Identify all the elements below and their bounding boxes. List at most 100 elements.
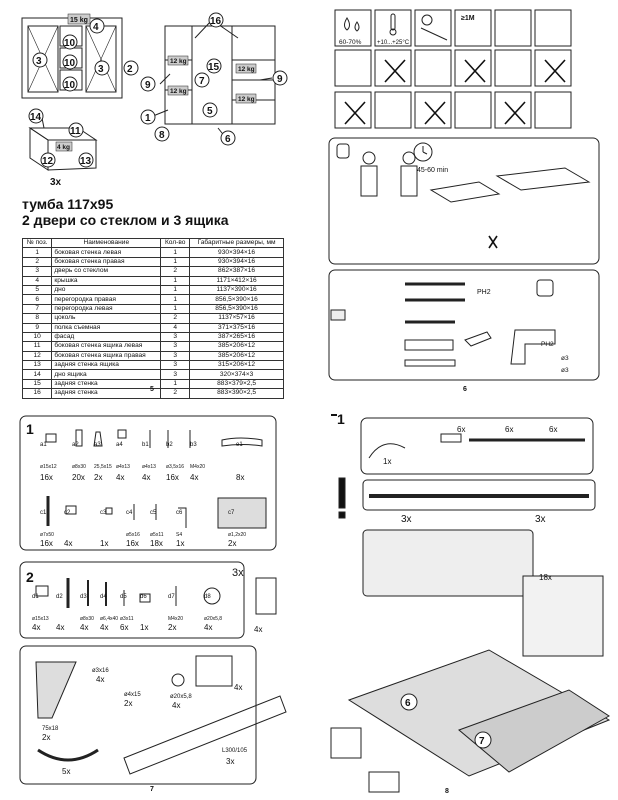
- fitting-qty: 4x: [80, 623, 88, 632]
- weight-15kg: 15 kg: [70, 17, 88, 24]
- fitting-dim: ø15x12: [40, 464, 57, 470]
- fitting-dim: ø7x50: [40, 532, 54, 538]
- panel-7-label: 7: [479, 736, 485, 747]
- svg-text:12 kg: 12 kg: [238, 66, 255, 73]
- fitting-qty: 8x: [236, 473, 244, 482]
- glass-door-left: [27, 25, 59, 93]
- fitting-dim: ø15x13: [32, 616, 49, 622]
- hinge-detail: [522, 575, 604, 657]
- fitting-code: b3: [190, 442, 197, 448]
- fitting-qty: 16x: [40, 473, 53, 482]
- callout-2: 2: [127, 64, 133, 75]
- svg-text:12 kg: 12 kg: [170, 58, 187, 65]
- fittings-drawing: 1 2 3x a1ø15x1216xa2ø8x3020xa325,5x152xa…: [19, 415, 287, 785]
- fitting-code: a1: [40, 442, 47, 448]
- step-1: 1: [26, 421, 34, 437]
- parts-table-header: № поз. Наименование Кол-во Габаритные ра…: [21, 237, 284, 249]
- distance-label: ≥1M: [461, 15, 475, 22]
- fitting-code: c3: [100, 510, 107, 516]
- fitting-dim: ø8x30: [72, 464, 86, 470]
- bracket-qty: 2x: [42, 733, 50, 742]
- fitting-code: d8: [204, 594, 211, 600]
- fitting-qty: 1x: [176, 539, 184, 548]
- parts-table: № поз. Наименование Кол-во Габаритные ра…: [21, 237, 284, 399]
- callout-6: 6: [225, 134, 231, 145]
- tools-panel: [328, 269, 600, 381]
- fitting-code: c2: [64, 510, 71, 516]
- fitting-qty: 16x: [166, 473, 179, 482]
- fitting-qty: 4x: [190, 473, 198, 482]
- callout-7: 7: [199, 76, 205, 87]
- fitting-code: c6: [176, 510, 183, 516]
- rail-dim: L300/105: [222, 748, 248, 754]
- preparation-panel: [328, 137, 600, 265]
- rail-qty: 3x: [226, 757, 234, 766]
- fitting-qty: 16x: [126, 539, 139, 548]
- fitting-qty: 2x: [94, 473, 102, 482]
- fitting-code: d6: [140, 594, 147, 600]
- callout-13: 13: [80, 156, 92, 167]
- page-number: 7: [150, 786, 154, 793]
- fitting-dim: ø20x5,8: [204, 616, 222, 622]
- fitting-dim: ø5x11: [150, 532, 164, 538]
- assembly-drawing: 1 6x 6x 6x 1x 3x 3x 18x 6 7: [330, 411, 611, 793]
- dowel-qty: 4x: [96, 675, 104, 684]
- cabinet-back-body: [164, 25, 276, 125]
- fitting-dim: ø4x13: [142, 464, 156, 470]
- callout-3a: 3: [36, 56, 42, 67]
- fitting-code: a3: [94, 442, 101, 448]
- fitting-dim: M4x20: [168, 616, 183, 622]
- set-qty: 3x: [232, 567, 244, 579]
- fitting-dim: ø3x11: [120, 616, 134, 622]
- page-number: 8: [445, 788, 449, 795]
- dowel-dim: ø3x16: [92, 668, 109, 674]
- fittings-row1-qtys: a1ø15x1216xa2ø8x3020xa325,5x152xa4ø4x134…: [40, 442, 244, 482]
- cabinet-drawing: 15 kg 4 10 3 10 3 10 2 16 9 15 7 9 1 5 8…: [21, 12, 288, 188]
- step-2: 2: [26, 569, 34, 585]
- fitting-code: a2: [72, 442, 79, 448]
- callout-4: 4: [93, 22, 99, 33]
- fittings-row2-qtys: c1ø7x5016xc24xc31xc4ø5x1616xc5ø5x1118xc6…: [40, 510, 246, 548]
- product-subtitle: 2 двери со стеклом и 3 ящика: [22, 212, 229, 228]
- product-title: тумба 117х95: [22, 196, 114, 212]
- fitting-dim: ø5x16: [126, 532, 140, 538]
- callout-10b: 10: [64, 58, 76, 69]
- instructions-drawing: 60-70% +10...+25°C ≥1M 45-60 min PH2 PH2…: [328, 9, 600, 381]
- page-number: 6: [463, 386, 467, 393]
- fitting-qty: 18x: [150, 539, 163, 548]
- screwdriver-label: PH2: [477, 289, 491, 296]
- callout-16: 16: [210, 16, 222, 27]
- qty-c: 6x: [549, 425, 557, 434]
- panel-7: [458, 689, 610, 773]
- drawer-qty: 3x: [50, 177, 62, 188]
- fitting-dim: 25,5x15: [94, 464, 112, 470]
- cap-dim: ø20x5,8: [170, 694, 192, 700]
- fitting-code: c1: [40, 510, 47, 516]
- fitting-code: d1: [32, 594, 39, 600]
- arc-qty: 5x: [62, 767, 70, 776]
- fitting-qty: 16x: [40, 539, 53, 548]
- slide-detail-panel: [360, 417, 594, 475]
- callout-9a: 9: [145, 80, 151, 91]
- page-6: 60-70% +10...+25°C ≥1M 45-60 min PH2 PH2…: [309, 0, 618, 400]
- svg-text:12 kg: 12 kg: [170, 88, 187, 95]
- drill-bit-a: ø3: [561, 355, 569, 362]
- fitting-code: b2: [166, 442, 173, 448]
- qty-f: 3x: [535, 514, 546, 525]
- callout-10a: 10: [64, 38, 76, 49]
- callout-11: 11: [70, 126, 81, 137]
- fitting-dim: M4x20: [190, 464, 205, 470]
